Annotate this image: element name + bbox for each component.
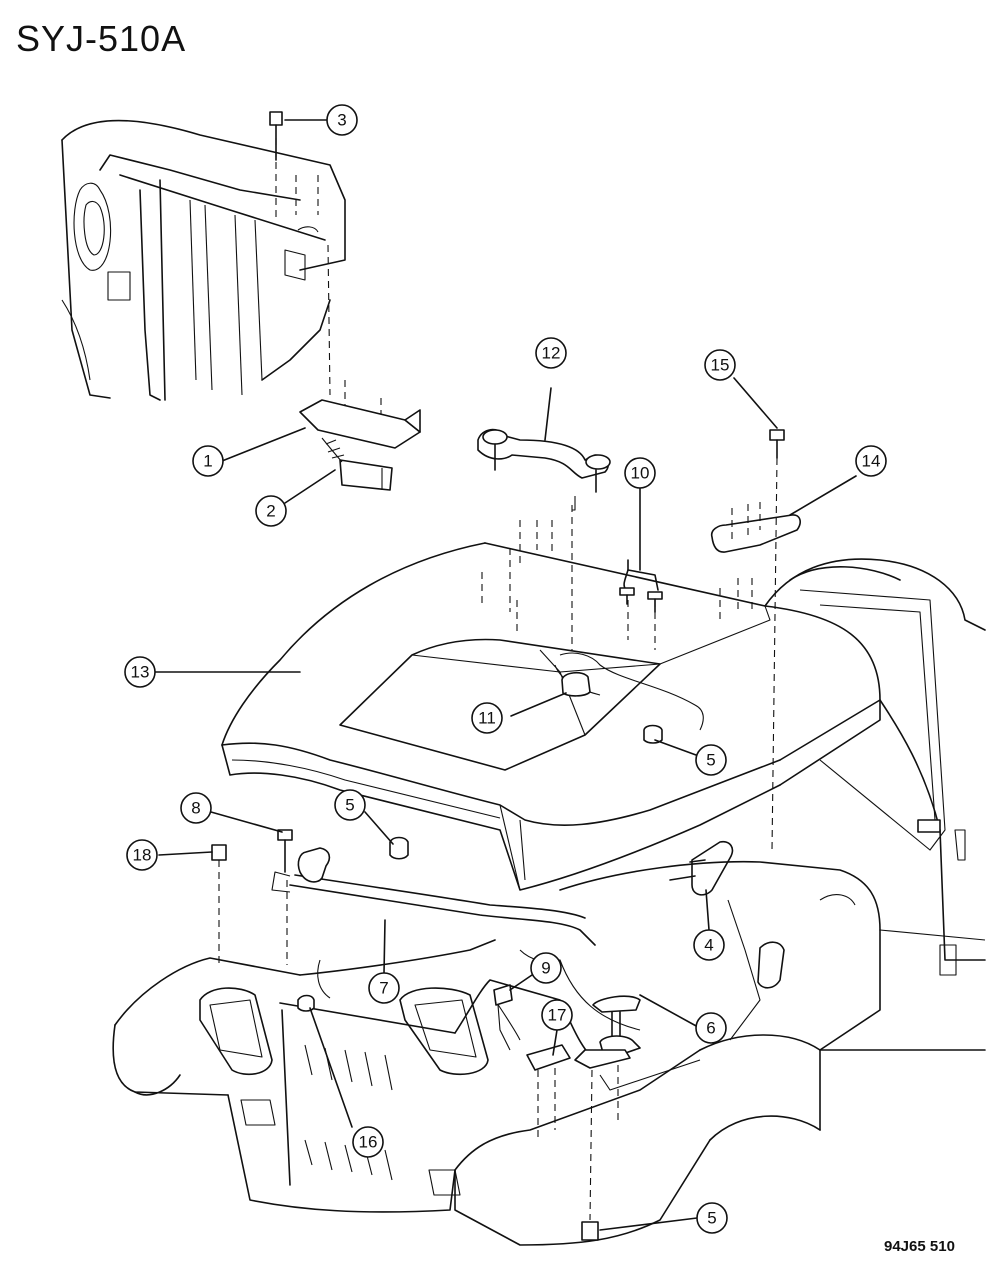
callout-3: 3 xyxy=(326,104,358,136)
callout-5-hood-grommet: 5 xyxy=(695,744,727,776)
hood-panel xyxy=(221,505,881,891)
callout-15-label: 15 xyxy=(711,356,730,375)
callout-14-label: 14 xyxy=(862,452,881,471)
u-bracket xyxy=(619,559,663,613)
callout-17: 17 xyxy=(541,999,573,1031)
callout-9: 9 xyxy=(530,952,562,984)
diagram-title: SYJ-510A xyxy=(16,18,187,59)
callout-10-label: 10 xyxy=(631,464,650,483)
callout-17-label: 17 xyxy=(548,1006,567,1025)
callout-12-label: 12 xyxy=(542,344,561,363)
callout-11-label: 11 xyxy=(478,709,496,728)
safety-catch xyxy=(669,840,734,896)
callout-15: 15 xyxy=(704,349,736,381)
hood-handle xyxy=(477,428,611,511)
cowl-panel xyxy=(61,119,346,401)
callout-7-label: 7 xyxy=(379,979,388,998)
hood-hinge xyxy=(710,429,801,851)
hood-release-cable xyxy=(271,652,704,946)
callout-14: 14 xyxy=(855,445,887,477)
callout-4: 4 xyxy=(693,929,725,961)
callout-3-label: 3 xyxy=(337,111,346,130)
callout-10: 10 xyxy=(624,457,656,489)
callout-16-label: 16 xyxy=(359,1133,378,1152)
figure-code: 94J65 510 xyxy=(884,1238,955,1255)
callout-9-label: 9 xyxy=(541,959,550,978)
hood-prop-rod xyxy=(493,984,641,1241)
callout-5-lower-nut: 5 xyxy=(696,1202,728,1234)
callout-5b-label: 5 xyxy=(345,796,354,815)
callout-13-label: 13 xyxy=(131,663,150,682)
callout-2-label: 2 xyxy=(266,502,275,521)
callout-5a-label: 5 xyxy=(706,751,715,770)
callout-7: 7 xyxy=(368,972,400,1004)
grommets xyxy=(211,671,663,965)
callout-8: 8 xyxy=(180,792,212,824)
leader-lines xyxy=(154,119,857,1231)
callout-2: 2 xyxy=(255,495,287,527)
callout-8-label: 8 xyxy=(191,799,200,818)
callout-11: 11 xyxy=(471,702,503,734)
callout-4-label: 4 xyxy=(704,936,713,955)
front-body xyxy=(112,558,986,1246)
callout-16: 16 xyxy=(352,1126,384,1158)
callout-18-label: 18 xyxy=(133,846,152,865)
callout-5-nut: 5 xyxy=(334,789,366,821)
hood-latch xyxy=(269,111,421,491)
callout-5c-label: 5 xyxy=(707,1209,716,1228)
callout-6: 6 xyxy=(695,1012,727,1044)
callout-12: 12 xyxy=(535,337,567,369)
callout-13: 13 xyxy=(124,656,156,688)
callout-18: 18 xyxy=(126,839,158,871)
callout-6-label: 6 xyxy=(706,1019,715,1038)
callout-1: 1 xyxy=(192,445,224,477)
callout-1-label: 1 xyxy=(203,452,212,471)
